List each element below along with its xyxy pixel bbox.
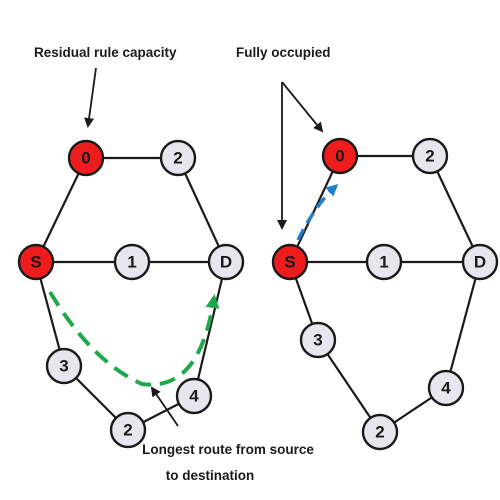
node-label: 1 — [127, 253, 136, 272]
right-node-1: 1 — [365, 243, 403, 281]
node-label: 0 — [81, 149, 90, 168]
right-node-3: 3 — [299, 321, 337, 359]
occupied-route-arrow — [296, 183, 339, 241]
node-label: S — [284, 253, 295, 272]
node-label: 2 — [123, 421, 132, 440]
edge-right-2-d — [429, 155, 481, 263]
edge-right-3-2b — [317, 339, 381, 433]
left-node-0: 0 — [67, 139, 105, 177]
right-node-4: 4 — [427, 369, 465, 407]
edge-right-4-d — [444, 261, 482, 389]
node-label: 2 — [375, 423, 384, 442]
left-node-s: S — [17, 243, 55, 281]
longest-route-arrow — [48, 290, 220, 387]
fully-occupied-callout: Fully occupied — [236, 45, 331, 230]
node-label: 4 — [189, 387, 199, 406]
left-graph: 0 2 S 1 D 3 2 4 — [17, 139, 245, 449]
residual-capacity-callout: Residual rule capacity — [34, 45, 177, 128]
right-node-s: S — [271, 243, 309, 281]
edge-left-0-s — [35, 157, 87, 263]
node-label: D — [474, 253, 486, 272]
node-label: 2 — [425, 147, 434, 166]
left-node-d: D — [207, 243, 245, 281]
left-node-3: 3 — [45, 347, 83, 385]
right-node-2: 2 — [411, 137, 449, 175]
left-node-2b: 2 — [109, 411, 147, 449]
right-node-d: D — [461, 243, 499, 281]
right-graph: 0 2 S 1 D 3 2 4 — [271, 137, 499, 451]
fully-occupied-arrow-to-0 — [281, 81, 324, 133]
node-label: 3 — [59, 357, 68, 376]
residual-capacity-arrow — [84, 67, 97, 128]
fully-occupied-label: Fully occupied — [236, 45, 331, 60]
node-label: 4 — [441, 379, 451, 398]
left-node-4: 4 — [175, 377, 213, 415]
node-label: 1 — [379, 253, 388, 272]
edge-left-2-d — [177, 157, 227, 263]
node-label: 0 — [335, 147, 344, 166]
edge-right-0-s — [289, 155, 341, 263]
edge-left-4-d — [192, 261, 228, 397]
node-label: 2 — [173, 149, 182, 168]
longest-route-callout: Longest route from source to destination — [142, 386, 314, 483]
node-label: S — [30, 253, 41, 272]
left-node-2: 2 — [159, 139, 197, 177]
longest-route-label-line2: to destination — [166, 468, 255, 483]
longest-route-pointer — [150, 386, 179, 427]
node-label: D — [220, 253, 232, 272]
residual-capacity-label: Residual rule capacity — [34, 45, 177, 60]
left-node-1: 1 — [113, 243, 151, 281]
right-node-0: 0 — [321, 137, 359, 175]
longest-route-label-line1: Longest route from source — [142, 442, 314, 457]
right-node-2b: 2 — [361, 413, 399, 451]
node-label: 3 — [313, 331, 322, 350]
